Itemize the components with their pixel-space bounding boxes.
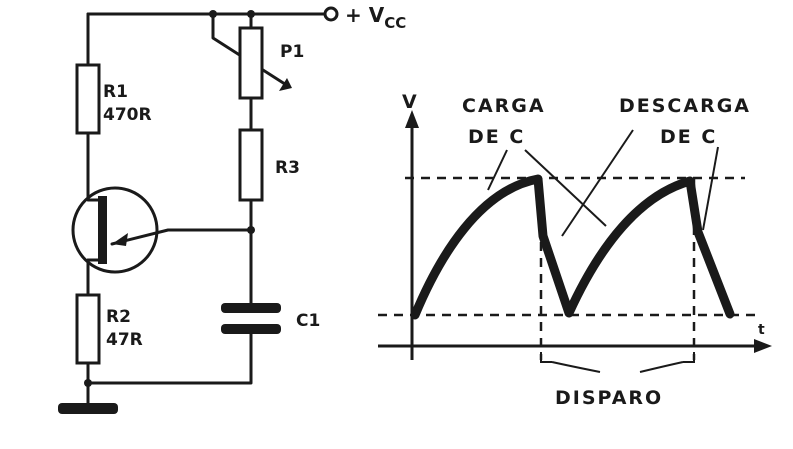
r1-value-label: 470R: [103, 105, 152, 125]
c1-label: C1: [296, 311, 320, 331]
charge-pointer-line: [487, 149, 508, 191]
ujt-emitter-arrow: [112, 233, 128, 246]
r3-label: R3: [275, 158, 300, 178]
resistor-r3: [238, 128, 264, 202]
ujt-emitter-lead: [110, 228, 253, 246]
p1-wiper-tip: [279, 78, 292, 91]
capacitor-voltage-curve: [410, 174, 735, 320]
capacitor-c1-bottom-plate: [221, 324, 281, 334]
circuit-schematic: + VCC P1 R1 470R R3 C1 R2 47R: [58, 3, 406, 414]
y-axis-label: V: [402, 91, 417, 113]
ujt-body: [71, 186, 159, 274]
x-axis-label: t: [758, 322, 765, 338]
r2-name-label: R2: [106, 307, 131, 327]
discharge-pointer-line-3: [702, 146, 719, 231]
vcc-label: + VCC: [345, 3, 406, 32]
trigger-label: DISPARO: [555, 387, 663, 409]
vcc-terminal: [323, 6, 339, 22]
charge-label-line1: CARGA: [462, 95, 546, 117]
y-axis-arrow: [405, 110, 419, 128]
trigger-bracket: [540, 352, 695, 373]
ujt-transistor: [71, 186, 253, 274]
x-axis-arrow: [754, 339, 772, 353]
discharge-pointer-line-2: [561, 129, 634, 237]
discharge-pointer-line-1: [524, 149, 607, 227]
discharge-label-line2: DE C: [660, 126, 717, 148]
waveform-graph: V t CARGA DE C DESCARGA DE C DISPARO: [378, 91, 772, 409]
p1-label: P1: [280, 42, 304, 62]
ground-return-wire: [86, 331, 253, 385]
r1-name-label: R1: [103, 82, 128, 102]
ground-symbol: [58, 403, 118, 414]
resistor-r2: [75, 293, 101, 365]
ujt-base-bar: [98, 196, 107, 264]
capacitor-c1-top-plate: [221, 303, 281, 313]
discharge-label-line1: DESCARGA: [619, 95, 751, 117]
junction-dot: [247, 226, 255, 234]
charge-label-line2: DE C: [468, 126, 525, 148]
resistor-r1: [75, 63, 101, 135]
r2-value-label: 47R: [106, 330, 143, 350]
potentiometer-p1: [238, 26, 264, 100]
